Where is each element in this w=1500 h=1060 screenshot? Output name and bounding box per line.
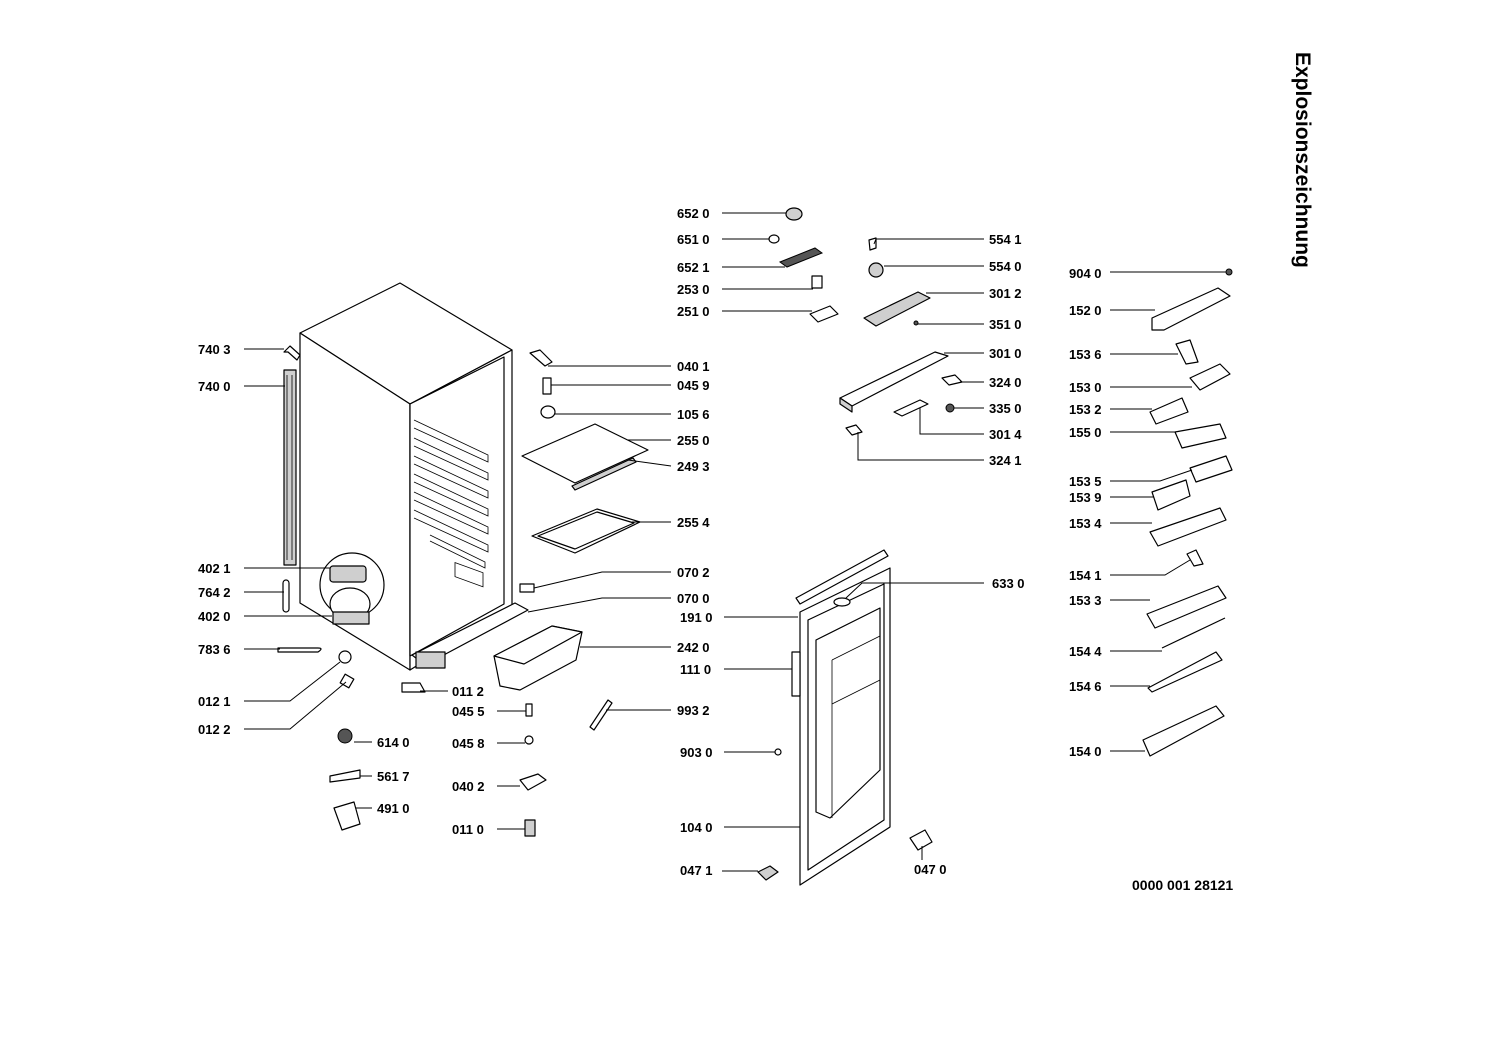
part-label-993-2: 993 2 <box>677 703 710 718</box>
part-label-153-4: 153 4 <box>1069 516 1102 531</box>
part-label-153-0: 153 0 <box>1069 380 1102 395</box>
part-labels: 740 3 740 0 402 1 764 2 402 0 783 6 012 … <box>198 206 1102 878</box>
part-label-153-6: 153 6 <box>1069 347 1102 362</box>
part-label-111-0: 111 0 <box>680 662 711 677</box>
part-label-153-2: 153 2 <box>1069 402 1102 417</box>
part-label-104-0: 104 0 <box>680 820 713 835</box>
part-label-012-2: 012 2 <box>198 722 231 737</box>
part-label-783-6: 783 6 <box>198 642 231 657</box>
part-label-740-3: 740 3 <box>198 342 231 357</box>
control-unit-drawing <box>768 207 963 436</box>
part-label-904-0: 904 0 <box>1069 266 1102 281</box>
part-label-554-0: 554 0 <box>989 259 1022 274</box>
leader-lines <box>244 212 1226 872</box>
part-label-047-0: 047 0 <box>914 862 947 877</box>
part-label-242-0: 242 0 <box>677 640 710 655</box>
part-label-335-0: 335 0 <box>989 401 1022 416</box>
drawing-title: Explosionszeichnung <box>1291 52 1314 268</box>
part-label-652-1: 652 1 <box>677 260 710 275</box>
part-label-153-3: 153 3 <box>1069 593 1102 608</box>
part-label-633-0: 633 0 <box>992 576 1025 591</box>
part-label-012-1: 012 1 <box>198 694 231 709</box>
part-label-324-1: 324 1 <box>989 453 1022 468</box>
part-label-154-0: 154 0 <box>1069 744 1102 759</box>
part-label-402-1: 402 1 <box>198 561 231 576</box>
part-label-740-0: 740 0 <box>198 379 231 394</box>
part-label-045-8: 045 8 <box>452 736 485 751</box>
part-label-251-0: 251 0 <box>677 304 710 319</box>
part-label-040-2: 040 2 <box>452 779 485 794</box>
part-label-153-9: 153 9 <box>1069 490 1102 505</box>
part-label-561-7: 561 7 <box>377 769 410 784</box>
part-label-011-0: 011 0 <box>452 822 484 837</box>
part-label-070-2: 070 2 <box>677 565 710 580</box>
part-label-402-0: 402 0 <box>198 609 231 624</box>
part-label-351-0: 351 0 <box>989 317 1022 332</box>
part-label-903-0: 903 0 <box>680 745 713 760</box>
part-label-301-4: 301 4 <box>989 427 1022 442</box>
part-label-045-9: 045 9 <box>677 378 710 393</box>
part-label-154-6: 154 6 <box>1069 679 1102 694</box>
part-label-011-2: 011 2 <box>452 684 484 699</box>
part-label-249-3: 249 3 <box>677 459 710 474</box>
document-number: 0000 001 28121 <box>1132 877 1233 893</box>
compressor-drawing <box>277 552 547 837</box>
part-label-191-0: 191 0 <box>680 610 713 625</box>
shelves-drawing <box>493 349 649 731</box>
part-label-040-1: 040 1 <box>677 359 710 374</box>
part-label-652-0: 652 0 <box>677 206 710 221</box>
part-label-491-0: 491 0 <box>377 801 410 816</box>
condenser-drawing <box>282 345 301 613</box>
door-drawing <box>757 549 933 886</box>
part-label-154-1: 154 1 <box>1069 568 1102 583</box>
door-shelves-drawing <box>1142 268 1233 757</box>
part-label-070-0: 070 0 <box>677 591 710 606</box>
part-label-301-2: 301 2 <box>989 286 1022 301</box>
part-label-047-1: 047 1 <box>680 863 713 878</box>
part-label-155-0: 155 0 <box>1069 425 1102 440</box>
part-label-554-1: 554 1 <box>989 232 1022 247</box>
part-label-154-4: 154 4 <box>1069 644 1102 659</box>
part-label-253-0: 253 0 <box>677 282 710 297</box>
part-label-255-4: 255 4 <box>677 515 710 530</box>
part-label-255-0: 255 0 <box>677 433 710 448</box>
part-label-324-0: 324 0 <box>989 375 1022 390</box>
part-label-045-5: 045 5 <box>452 704 485 719</box>
part-label-614-0: 614 0 <box>377 735 410 750</box>
part-label-651-0: 651 0 <box>677 232 710 247</box>
part-label-152-0: 152 0 <box>1069 303 1102 318</box>
part-label-153-5: 153 5 <box>1069 474 1102 489</box>
part-label-105-6: 105 6 <box>677 407 710 422</box>
part-label-301-0: 301 0 <box>989 346 1022 361</box>
part-label-764-2: 764 2 <box>198 585 231 600</box>
